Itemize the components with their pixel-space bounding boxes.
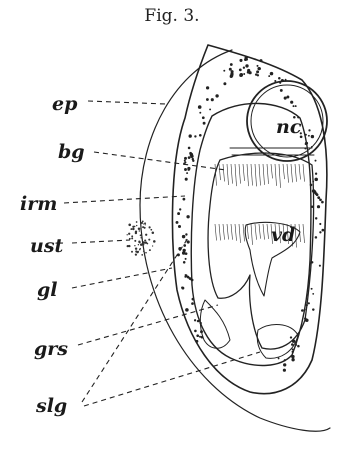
- leader-ust: [72, 240, 130, 243]
- label-vd: vd: [271, 224, 295, 246]
- label-irm: irm: [20, 193, 57, 215]
- leader-bg: [94, 152, 226, 170]
- ventral-cord-outline: [208, 153, 314, 349]
- label-gl: gl: [37, 279, 58, 301]
- label-bg: bg: [58, 141, 85, 163]
- label-slg: slg: [35, 395, 67, 417]
- leader-ep: [88, 101, 166, 104]
- label-ep: ep: [52, 93, 78, 115]
- label-grs: grs: [34, 338, 68, 360]
- label-ust: ust: [30, 235, 64, 257]
- leader-irm: [64, 196, 185, 203]
- lower-cavity-left: [200, 300, 230, 348]
- leader-slg-lower: [84, 352, 260, 406]
- leader-slg-upper: [82, 238, 188, 402]
- label-nc: nc: [276, 116, 302, 138]
- outer-epidermis-line: [140, 50, 330, 431]
